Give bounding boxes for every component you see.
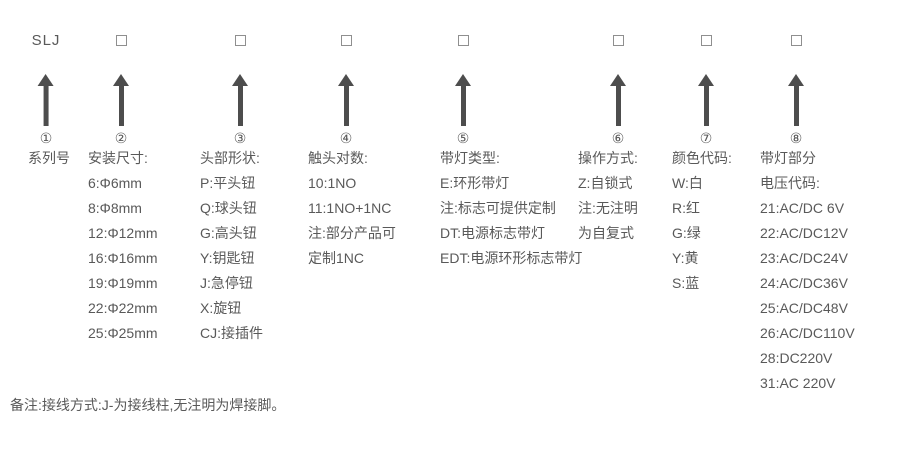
column-text-5: 带灯类型: E:环形带灯 注:标志可提供定制 DT:电源标志带灯 EDT:电源环… [440,146,582,271]
column-text-2: 安装尺寸: 6:Φ6mm 8:Φ8mm 12:Φ12mm 16:Φ16mm 19… [88,146,158,346]
column-title-6: 操作方式: [578,150,638,166]
up-arrow [38,74,54,126]
column-item: 为自复式 [578,225,634,241]
circled-number-6: ⑥ [611,130,625,146]
column-item: 6:Φ6mm [88,175,142,191]
column-item: Q:球头钮 [200,200,257,216]
column-text-7: 颜色代码: W:白 R:红 G:绿 Y:黄 S:蓝 [672,146,732,296]
column-item: J:急停钮 [200,275,253,291]
column-item: 11:1NO+1NC [308,200,392,216]
circled-number-7: ⑦ [699,130,713,146]
column-item: 注:无注明 [578,200,638,216]
column-head-4: ④ [338,32,354,147]
column-item: 28:DC220V [760,350,833,366]
column-item: 8:Φ8mm [88,200,142,216]
column-item: 21:AC/DC 6V [760,200,845,216]
code-box-3 [234,34,246,46]
circled-number-3: ③ [233,130,247,146]
up-arrow [338,74,354,126]
column-item: E:环形带灯 [440,175,510,191]
column-title-2: 安装尺寸: [88,150,148,166]
column-item: 10:1NO [308,175,357,191]
column-head-1: SLJ ① [32,32,61,147]
code-box-6 [612,34,624,46]
column-text-6: 操作方式: Z:自锁式 注:无注明 为自复式 [578,146,638,246]
column-item: 31:AC 220V [760,375,836,391]
column-item: 25:Φ25mm [88,325,158,341]
column-item: Y:钥匙钮 [200,250,255,266]
column-title-8: 带灯部分 [760,150,816,166]
column-title-7: 颜色代码: [672,150,732,166]
column-head-6: ⑥ [610,32,626,147]
column-item: 19:Φ19mm [88,275,158,291]
column-head-7: ⑦ [698,32,714,147]
column-item: EDT:电源环形标志带灯 [440,250,583,266]
circled-number-4: ④ [339,130,353,146]
column-item: DT:电源标志带灯 [440,225,545,241]
up-arrow [698,74,714,126]
column-title-1: 系列号 [28,150,70,166]
code-box-4 [340,34,352,46]
circled-number-5: ⑤ [456,130,470,146]
series-label: SLJ [31,31,61,49]
column-text-3: 头部形状: P:平头钮 Q:球头钮 G:高头钮 Y:钥匙钮 J:急停钮 X:旋钮… [200,146,263,346]
column-item: 24:AC/DC36V [760,275,848,291]
column-item: G:绿 [672,225,701,241]
column-title-3: 头部形状: [200,150,260,166]
column-text-4: 触头对数: 10:1NO 11:1NO+1NC 注:部分产品可 定制1NC [308,146,396,271]
column-text-8: 带灯部分 电压代码: 21:AC/DC 6V 22:AC/DC12V 23:AC… [760,146,855,396]
column-item: 26:AC/DC110V [760,325,855,341]
column-head-2: ② [113,32,129,147]
circled-number-1: ① [39,130,53,146]
column-head-3: ③ [232,32,248,147]
column-item: G:高头钮 [200,225,257,241]
column-item: X:旋钮 [200,300,242,316]
column-item: 注:部分产品可 [308,225,396,241]
column-item: W:白 [672,175,703,191]
circled-number-8: ⑧ [789,130,803,146]
up-arrow [455,74,471,126]
column-title-5: 带灯类型: [440,150,500,166]
up-arrow [232,74,248,126]
column-item: CJ:接插件 [200,325,263,341]
column-subtitle-8: 电压代码: [760,175,820,191]
up-arrow [788,74,804,126]
circled-number-2: ② [114,130,128,146]
column-item: 22:AC/DC12V [760,225,848,241]
column-item: 12:Φ12mm [88,225,158,241]
up-arrow [610,74,626,126]
column-item: R:红 [672,200,700,216]
column-title-4: 触头对数: [308,150,368,166]
code-box-7 [700,34,712,46]
column-item: Y:黄 [672,250,699,266]
column-item: S:蓝 [672,275,700,291]
column-item: Z:自锁式 [578,175,633,191]
code-box-2 [115,34,127,46]
code-box-8 [790,34,802,46]
footnote: 备注:接线方式:J-为接线柱,无注明为焊接脚。 [10,397,286,413]
column-item: 定制1NC [308,250,365,266]
column-item: 22:Φ22mm [88,300,158,316]
column-item: 23:AC/DC24V [760,250,848,266]
code-box-5 [457,34,469,46]
column-item: P:平头钮 [200,175,256,191]
column-head-5: ⑤ [455,32,471,147]
column-text-1: 系列号 [28,146,70,171]
column-item: 25:AC/DC48V [760,300,848,316]
column-item: 注:标志可提供定制 [440,200,556,216]
column-item: 16:Φ16mm [88,250,158,266]
column-head-8: ⑧ [788,32,804,147]
up-arrow [113,74,129,126]
